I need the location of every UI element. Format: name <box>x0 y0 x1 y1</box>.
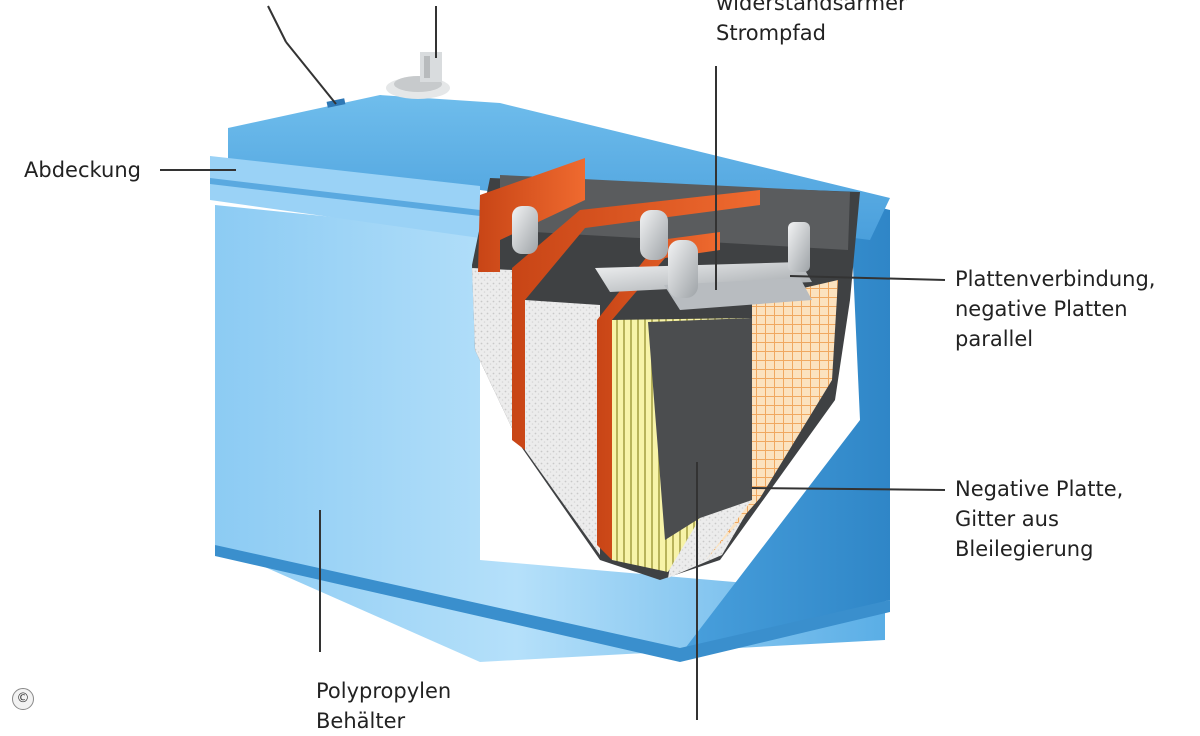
label-cover-text: Abdeckung <box>24 158 141 182</box>
cutaway-section <box>472 158 860 580</box>
negative-plate-grid <box>706 280 838 560</box>
case-lid-groove <box>210 178 480 216</box>
leader-negplate <box>751 487 946 491</box>
positive-plate-front <box>597 232 720 560</box>
label-cover: Abdeckung <box>24 155 141 185</box>
leader-lines <box>160 5 946 720</box>
label-connector-line-2: negative Platten <box>955 297 1128 321</box>
label-connector-line-1: Plattenverbindung, <box>955 267 1156 291</box>
separator-mid <box>525 300 600 555</box>
label-container-line-2: Behälter <box>316 709 406 733</box>
leader-vent <box>267 5 287 43</box>
label-connector-line-3: parallel <box>955 327 1034 351</box>
label-negative-plate: Negative Platte, Gitter aus Bleilegierun… <box>955 474 1123 564</box>
label-negplate-line-3: Bleilegierung <box>955 537 1094 561</box>
label-path-line-2: Strompfad <box>716 21 826 45</box>
label-container-line-1: Polypropylen <box>316 679 452 703</box>
label-plate-connector: Plattenverbindung, negative Platten para… <box>955 264 1155 354</box>
battery-illustration <box>160 5 946 720</box>
separator-left <box>472 268 520 445</box>
label-negplate-line-1: Negative Platte, <box>955 477 1124 501</box>
label-low-resistance-path: widerstandsarmer Strompfad <box>716 0 907 48</box>
case-front-face <box>215 205 885 662</box>
plate-connector-front <box>664 278 812 310</box>
lug-1 <box>512 206 538 254</box>
leader-connector <box>789 275 946 281</box>
copyright-badge: © <box>12 688 34 710</box>
battery-diagram: Abdeckung widerstandsarmer Strompfad Pla… <box>12 0 1155 733</box>
battery-terminal <box>386 52 450 99</box>
label-container: Polypropylen Behälter <box>316 676 451 736</box>
leader-vent-2 <box>285 41 337 105</box>
case-right-side <box>680 200 890 655</box>
label-path-line-1: widerstandsarmer <box>716 0 907 15</box>
label-negplate-line-2: Gitter aus <box>955 507 1059 531</box>
lug-2 <box>640 210 668 260</box>
lug-3 <box>668 240 698 298</box>
lug-4 <box>788 222 810 272</box>
negative-plate-face <box>648 318 752 540</box>
